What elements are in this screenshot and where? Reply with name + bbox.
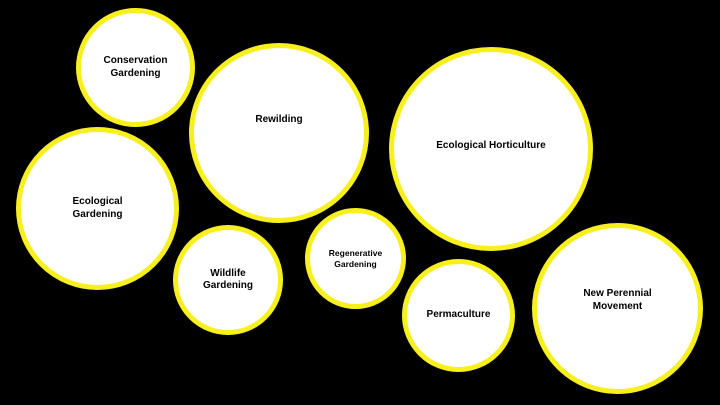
bubble-label: Permaculture: [426, 309, 491, 321]
bubble-label: Rewilding: [255, 113, 303, 125]
bubble-wildlife-gardening[interactable]: Wildlife Gardening: [173, 225, 283, 335]
bubble-label: New Perennial Movement: [583, 288, 652, 312]
bubble-label: Regenerative Gardening: [328, 247, 383, 269]
bubble-ecological-horticulture[interactable]: Ecological Horticulture: [389, 47, 593, 251]
bubble-label: Conservation Gardening: [103, 55, 168, 79]
bubble-label: Ecological Gardening: [72, 196, 123, 220]
bubble-label: Ecological Horticulture: [436, 139, 546, 151]
bubble-new-perennial-movement[interactable]: New Perennial Movement: [532, 223, 703, 394]
bubble-regenerative-gardening[interactable]: Regenerative Gardening: [305, 208, 406, 309]
bubble-conservation-gardening[interactable]: Conservation Gardening: [76, 8, 195, 127]
bubble-permaculture[interactable]: Permaculture: [402, 259, 515, 372]
bubble-ecological-gardening[interactable]: Ecological Gardening: [16, 127, 179, 290]
bubble-rewilding[interactable]: Rewilding: [189, 43, 369, 223]
bubble-label: Wildlife Gardening: [202, 267, 253, 292]
